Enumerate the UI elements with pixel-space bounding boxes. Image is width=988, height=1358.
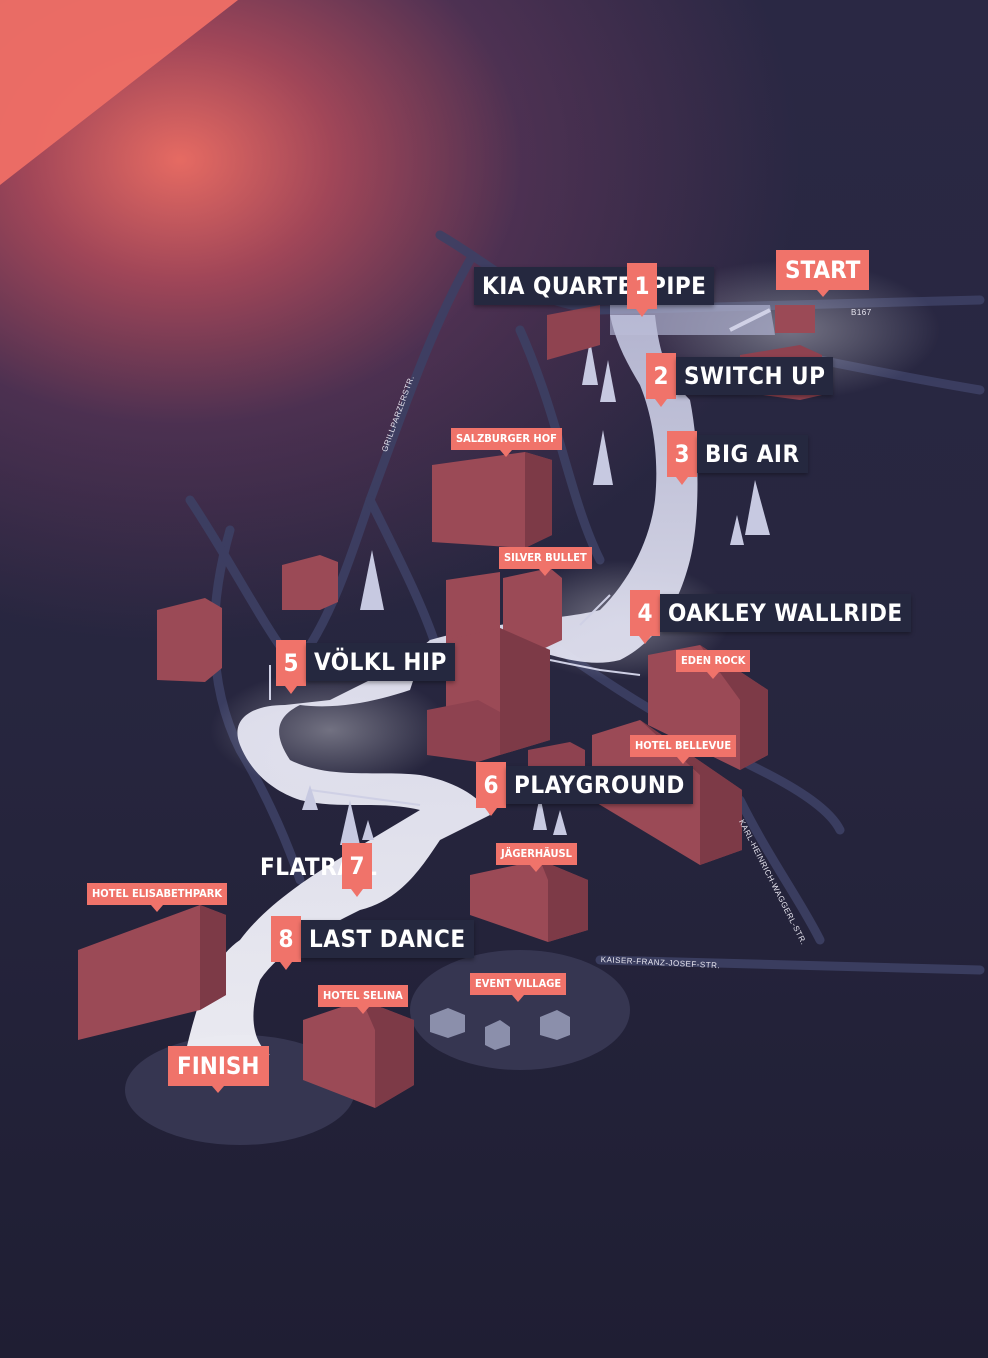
feature-number-7: 7 [342,843,372,897]
finish-marker: FINISH [168,1046,269,1093]
feature-label-volkl-hip: VÖLKL HIP [306,643,455,681]
place-silver-bullet: SILVER BULLET [499,547,592,576]
place-eden-rock: EDEN ROCK [676,650,751,679]
place-hotel-selina: HOTEL SELINA [318,985,408,1014]
feature-label-last-dance: LAST DANCE [301,920,474,958]
feature-number-4: 4 [630,590,660,644]
street-label-b167: B167 [851,308,872,317]
feature-label-big-air: BIG AIR [697,435,808,473]
feature-number-2: 2 [646,353,676,407]
corner-band [0,0,238,185]
event-village-area [410,950,630,1070]
place-jagerhausl: JÄGERHÄUSL [496,843,577,872]
feature-label-switch-up: SWITCH UP [676,357,834,395]
start-marker: START [776,250,870,297]
trees [302,340,770,845]
event-tents [430,1008,570,1050]
place-hotel-bellevue: HOTEL BELLEVUE [630,735,737,764]
place-salzburger-hof: SALZBURGER HOF [451,428,562,457]
feature-number-8: 8 [271,916,301,970]
feature-number-6: 6 [476,762,506,816]
feature-label-playground: PLAYGROUND [506,766,693,804]
feature-number-5: 5 [276,640,306,694]
feature-number-3: 3 [667,431,697,485]
feature-label-kia-quarterpipe: KIA QUARTERPIPE [474,267,715,305]
place-event-village: EVENT VILLAGE [470,973,567,1002]
feature-label-oakley-wallride: OAKLEY WALLRIDE [660,594,911,632]
place-hotel-elisabethpark: HOTEL ELISABETHPARK [87,883,228,912]
feature-number-1: 1 [627,263,657,317]
